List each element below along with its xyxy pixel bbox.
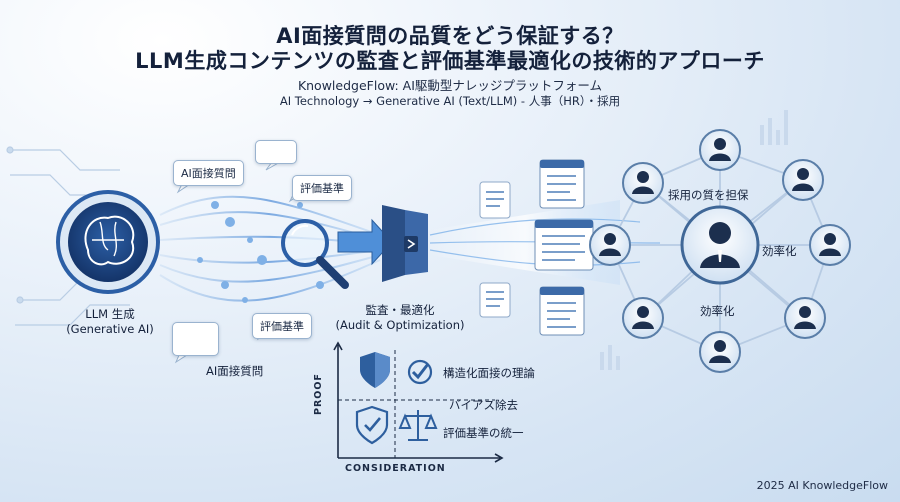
category-breadcrumb: AI Technology → Generative AI (Text/LLM)… (279, 94, 621, 108)
filter-gate-icon (382, 205, 428, 282)
shield-icon (360, 352, 390, 388)
chat-bubble-icon (255, 140, 297, 164)
person-node-icon (622, 162, 664, 204)
bubble-ai-question: AI面接質問 (173, 160, 244, 186)
matrix-axes (333, 341, 504, 463)
chat-bubble-icon (172, 322, 219, 356)
bubble-criteria-top: 評価基準 (292, 175, 352, 201)
document-icons (479, 159, 594, 336)
bubble-criteria-bottom: 評価基準 (252, 313, 312, 339)
network-label-efficiency-bottom: 効率化 (700, 304, 735, 318)
llm-label-line-2: (Generative AI) (66, 322, 154, 336)
matrix-y-axis-label: PROOF (313, 373, 324, 415)
person-node-icon (622, 297, 664, 339)
matrix-item: 構造化面接の理論 (443, 366, 535, 380)
audit-label-line-1: 監査・最適化 (365, 303, 435, 317)
matrix-item: 評価基準の統一 (443, 426, 524, 440)
magnifier-icon (281, 219, 349, 289)
copyright: 2025 AI KnowledgeFlow (756, 479, 888, 492)
title-line-2: LLM生成コンテンツの監査と評価基準最適化の技術的アプローチ (135, 49, 765, 73)
check-circle-icon (407, 359, 433, 385)
audit-label-line-2: (Audit & Optimization) (335, 318, 465, 332)
scales-icon (398, 410, 438, 441)
network-label-quality: 採用の質を担保 (668, 188, 749, 202)
llm-label-line-1: LLM 生成 (85, 307, 135, 321)
matrix-item: バイアス除去 (449, 398, 518, 412)
person-node-icon (699, 331, 741, 373)
title-line-1: AI面接質問の品質をどう保証する？ (276, 24, 624, 48)
llm-label: LLM 生成 (Generative AI) (60, 306, 160, 336)
audit-label: 監査・最適化 (Audit & Optimization) (330, 302, 470, 332)
person-node-icon (699, 129, 741, 171)
ai-question-label: AI面接質問 (206, 364, 264, 378)
person-node-icon (809, 224, 851, 266)
brain-icon (56, 190, 160, 294)
network-label-efficiency-right: 効率化 (762, 244, 797, 258)
shield-check-icon (355, 405, 389, 445)
subtitle: KnowledgeFlow: AI駆動型ナレッジプラットフォーム (297, 78, 603, 93)
person-nodes (589, 129, 851, 373)
person-node-icon (782, 159, 824, 201)
matrix-x-axis-label: CONSIDERATION (345, 463, 446, 474)
central-person-icon (680, 205, 760, 285)
person-node-icon (784, 297, 826, 339)
data-dots-icon (197, 201, 324, 303)
bar-chart-decor-icon (600, 110, 788, 370)
person-node-icon (589, 224, 631, 266)
